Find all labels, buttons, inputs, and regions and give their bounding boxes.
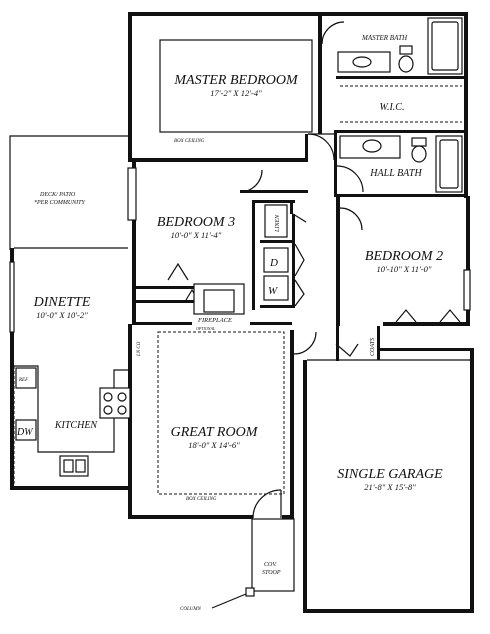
room-name-great-room: GREAT ROOM	[171, 425, 259, 440]
room-dims-bedroom-2: 10'-10" X 11'-0"	[377, 264, 432, 274]
room-dims-master-bedroom: 17'-2" X 12'-4"	[210, 88, 262, 98]
fireplace: FIREPLACE OPTIONAL	[193, 283, 245, 331]
laundry-closet: D W	[263, 243, 305, 307]
windows	[9, 167, 471, 333]
room-name-wic: W.I.C.	[380, 102, 405, 113]
bedroom-3: BEDROOM 3 10'-0" X 11'-4"	[157, 169, 263, 301]
coats-closet: COATS	[335, 338, 376, 357]
walk-in-closet: W.I.C.	[340, 85, 462, 123]
room-name-dinette: DINETTE	[33, 295, 91, 310]
room-name-kitchen: KITCHEN	[54, 420, 99, 431]
great-room: GREAT ROOM 18'-0" X 14'-6" BOX CEILING	[157, 331, 317, 519]
linen-label: LINEN	[275, 214, 281, 233]
bedroom-2: BEDROOM 2 10'-10" X 11'-0"	[339, 207, 461, 323]
single-garage: SINGLE GARAGE 21'-8" X 15'-8"	[307, 359, 470, 492]
kitchen: REF DW KITCHEN	[13, 365, 132, 486]
box-ceiling-note-great: BOX CEILING	[186, 497, 217, 502]
box-ceiling-note-master: BOX CEILING	[174, 139, 205, 144]
dryer-label: D	[269, 257, 278, 269]
washer-label: W	[268, 285, 278, 297]
exterior-walls	[10, 12, 474, 613]
stoop-label-line1: COV.	[264, 562, 277, 568]
column-label: COLUMN	[180, 607, 202, 612]
dinette: DINETTE 10'-0" X 10'-2" LN CO	[33, 295, 142, 357]
deck-patio: DECK/ PATIO *PER COMMUNITY	[34, 192, 85, 206]
hall-bath: HALL BATH	[336, 135, 463, 193]
room-name-master-bedroom: MASTER BEDROOM	[173, 73, 299, 88]
linen-closet-short-label: LN CO	[137, 341, 142, 357]
room-name-hall-bath: HALL BATH	[369, 168, 422, 179]
master-bath: MASTER BATH	[321, 17, 463, 75]
room-name-bedroom-2: BEDROOM 2	[365, 249, 443, 264]
room-dims-bedroom-3: 10'-0" X 11'-4"	[171, 230, 222, 240]
master-bedroom: MASTER BEDROOM 17'-2" X 12'-4" BOX CEILI…	[159, 39, 335, 161]
coats-label: COATS	[370, 338, 376, 356]
dishwasher-label: DW	[16, 427, 34, 438]
room-dims-garage: 21'-8" X 15'-8"	[364, 482, 416, 492]
covered-stoop: COV. STOOP COLUMN	[180, 518, 295, 612]
linen-closet: LINEN	[264, 204, 307, 238]
refrigerator-label: REF	[18, 378, 29, 383]
room-name-garage: SINGLE GARAGE	[337, 467, 443, 482]
fireplace-optional-note: OPTIONAL	[196, 326, 216, 331]
fireplace-label: FIREPLACE	[197, 317, 232, 324]
room-name-master-bath: MASTER BATH	[361, 34, 408, 42]
room-dims-great-room: 18'-0" X 14'-6"	[188, 440, 240, 450]
room-name-bedroom-3: BEDROOM 3	[157, 215, 235, 230]
interior-walls	[132, 16, 474, 361]
deck-note-line2: *PER COMMUNITY	[34, 200, 85, 206]
room-dims-dinette: 10'-0" X 10'-2"	[36, 310, 88, 320]
deck-note-line1: DECK/ PATIO	[39, 192, 76, 198]
stoop-label-line2: STOOP	[262, 570, 281, 576]
deck-outline	[9, 135, 128, 250]
